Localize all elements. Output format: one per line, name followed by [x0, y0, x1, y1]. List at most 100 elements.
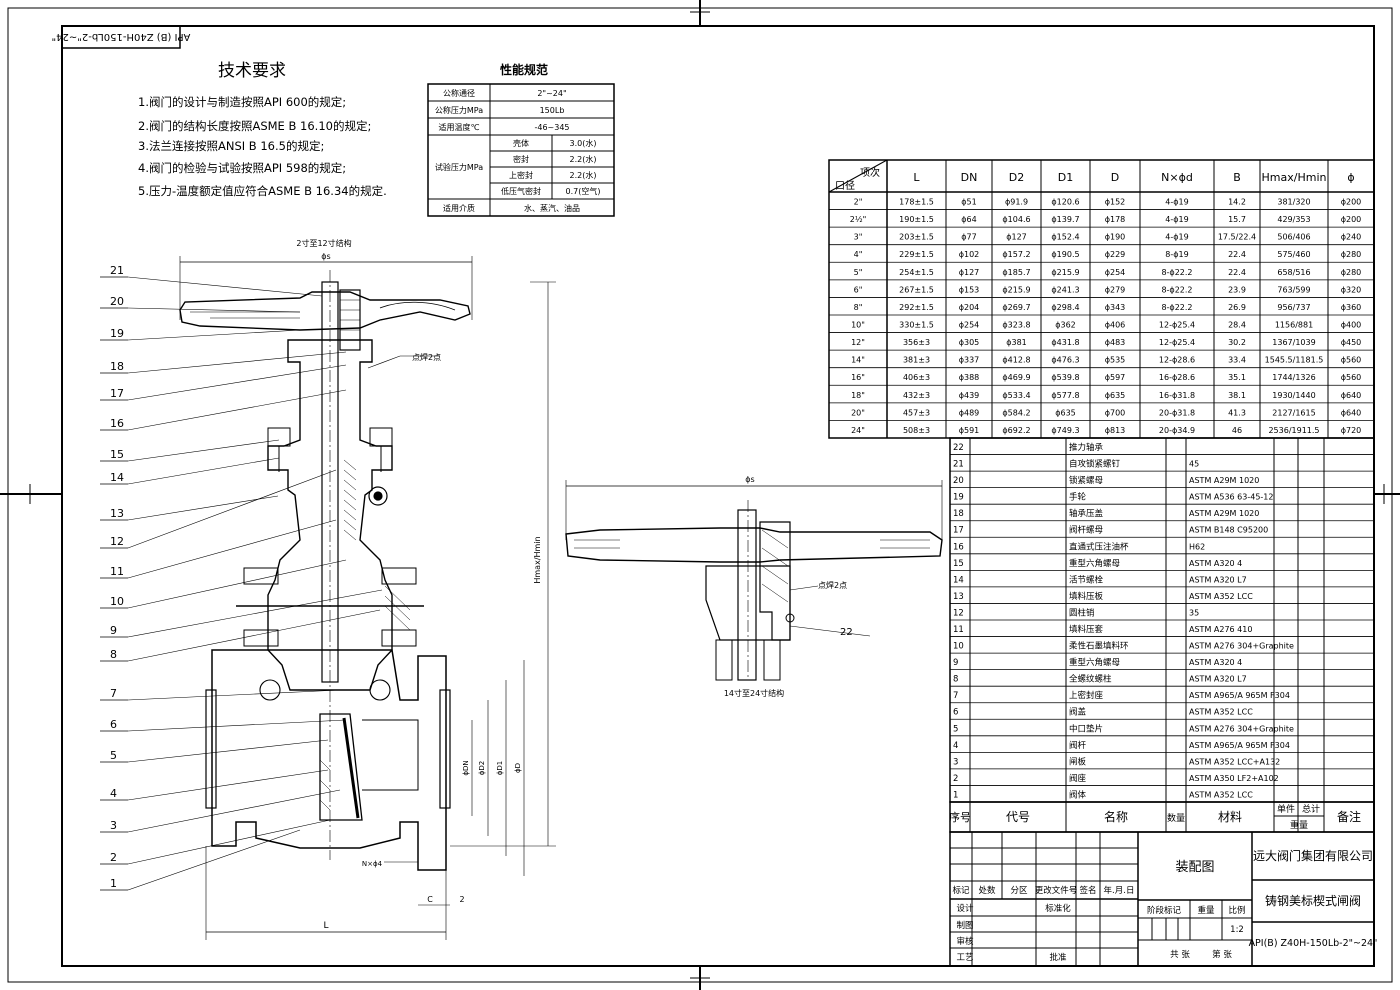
dim-cell: 406±3 — [903, 373, 930, 382]
valve-detail-14-24: ϕs 点焊2点 22 14寸至24寸结构 — [565, 475, 943, 698]
dim-cell: 508±3 — [903, 426, 930, 435]
dim-cell: ϕ102 — [959, 250, 980, 259]
dim-cell: 575/460 — [1277, 250, 1310, 259]
bom-material: ASTM A536 63-45-12 — [1189, 493, 1273, 502]
dim-cell: ϕ381 — [1006, 338, 1027, 347]
dim-cell: ϕ190 — [1105, 233, 1126, 242]
perf-label-2: 公称压力MPa — [435, 105, 483, 115]
dim-cell: 292±1.5 — [899, 303, 934, 312]
perf-test-label: 试验压力MPa — [435, 162, 483, 172]
dim-cell: 23.9 — [1228, 285, 1246, 294]
dim-cell: 8-ϕ22.2 — [1161, 303, 1192, 312]
tb-count: 处数 — [978, 885, 996, 896]
dim-cell: ϕ152 — [1105, 198, 1126, 207]
bom-seq: 19 — [953, 493, 964, 503]
dim-header-cell: L — [913, 171, 920, 184]
bom-name: 手轮 — [1069, 492, 1087, 503]
dim-cell: 16-ϕ28.6 — [1159, 373, 1195, 382]
bom-name: 填料压套 — [1069, 624, 1104, 635]
dim-cell: 178±1.5 — [899, 198, 934, 207]
nphi-label: N×ϕ4 — [362, 860, 383, 868]
part-number-5: 5 — [110, 749, 117, 762]
part-number-11: 11 — [110, 565, 124, 578]
dim-cell: 658/516 — [1277, 268, 1310, 277]
bom-seq: 21 — [953, 460, 964, 470]
dim-cell: 33.4 — [1228, 356, 1246, 365]
bom-h-unit: 单件 — [1277, 803, 1295, 815]
perf-test-value-3: 2.2(水) — [570, 170, 597, 180]
tb-process: 工艺 — [956, 953, 973, 963]
dim-row-size: 4" — [854, 250, 863, 259]
bom-material: ASTM A320 4 — [1189, 658, 1242, 667]
part-number-8: 8 — [110, 648, 117, 661]
bom-seq: 14 — [953, 575, 964, 585]
bom-seq: 6 — [953, 708, 958, 718]
dim-cell: ϕ635 — [1105, 391, 1126, 400]
perf-value-3: -46~345 — [534, 123, 569, 132]
dim-cell: 1367/1039 — [1272, 338, 1315, 347]
part-number-6: 6 — [110, 718, 117, 731]
dim-header-cell: Hmax/Hmin — [1262, 171, 1327, 184]
tb-sheet-no: 第 张 — [1212, 949, 1232, 960]
part-number-4: 4 — [110, 787, 117, 800]
dim-cell: ϕ120.6 — [1051, 198, 1079, 207]
dim-row-size: 5" — [854, 268, 863, 277]
dim-cell: ϕ139.7 — [1051, 215, 1079, 224]
performance-table: 性能规范 公称通径 2"~24" 公称压力MPa 150Lb 适用温度℃ -46… — [427, 62, 615, 217]
dim-cell: ϕ539.8 — [1051, 373, 1079, 382]
part-number-7: 7 — [110, 687, 117, 700]
two-dim-label: 2 — [459, 895, 464, 904]
title-block: 标记 处数 分区 更改文件号 签名 年.月.日 设计 标准化 制图 审核 工艺 … — [949, 831, 1377, 967]
bom-name: 阀杆螺母 — [1069, 525, 1103, 536]
tb-sign: 签名 — [1079, 885, 1096, 896]
d-label-d1: ϕD1 — [496, 761, 504, 775]
dim-cell: 429/353 — [1277, 215, 1310, 224]
part-number-19: 19 — [110, 327, 124, 340]
bom-name: 自攻锁紧螺钉 — [1069, 459, 1121, 470]
tech-req-item-5: 5.压力-温度额定值应符合ASME B 16.34的规定. — [138, 184, 387, 198]
dim-row-size: 14" — [851, 356, 865, 365]
dim-cell: 30.2 — [1228, 338, 1246, 347]
bom-name: 重型六角螺母 — [1069, 657, 1120, 668]
dim-cell: 229±1.5 — [899, 250, 934, 259]
part-number-12: 12 — [110, 535, 124, 548]
label-14-24: 14寸至24寸结构 — [724, 688, 784, 698]
part-number-2: 2 — [110, 851, 117, 864]
dim-cell: 22.4 — [1228, 250, 1246, 259]
dim-cell: 190±1.5 — [899, 215, 934, 224]
part-number-21: 21 — [110, 264, 124, 277]
dim-cell: ϕ360 — [1341, 303, 1362, 312]
bom-seq: 13 — [953, 592, 964, 602]
part-number-20: 20 — [110, 295, 124, 308]
dim-cell: ϕ813 — [1105, 426, 1126, 435]
tb-drawing-type: 装配图 — [1175, 860, 1214, 875]
dim-cell: ϕ388 — [959, 373, 980, 382]
bom-seq: 1 — [953, 790, 958, 800]
dim-cell: ϕ240 — [1341, 233, 1362, 242]
tb-scale-label: 比例 — [1228, 905, 1245, 916]
dim-cell: ϕ279 — [1105, 285, 1126, 294]
dim-header-cell: D — [1111, 171, 1119, 184]
dim-corner-bottom: 口径 — [835, 179, 855, 192]
bom-h-code: 代号 — [1006, 810, 1030, 824]
dim-row-size: 2½" — [850, 215, 867, 224]
dim-cell: 8-ϕ22.2 — [1161, 285, 1192, 294]
dim-header-cell: N×ϕd — [1161, 171, 1193, 184]
part-number-3: 3 — [110, 819, 117, 832]
dim-cell: ϕ215.9 — [1002, 285, 1030, 294]
dim-cell: 203±1.5 — [899, 233, 934, 242]
dim-cell: 17.5/22.4 — [1218, 233, 1256, 242]
weld-note-detail: 点焊2点 — [818, 580, 847, 590]
bom-seq: 17 — [953, 526, 964, 536]
dim-cell: ϕ178 — [1105, 215, 1126, 224]
perf-medium-value: 水、蒸汽、油品 — [524, 203, 580, 213]
bom-name: 中口垫片 — [1069, 723, 1103, 734]
phi-s-label: ϕs — [321, 252, 330, 261]
bom-seq: 12 — [953, 608, 964, 618]
dim-row-size: 20" — [851, 408, 865, 417]
bom-h-seq: 序号 — [949, 810, 971, 824]
dim-row-size: 10" — [851, 320, 865, 329]
dim-cell: ϕ254 — [959, 320, 980, 329]
